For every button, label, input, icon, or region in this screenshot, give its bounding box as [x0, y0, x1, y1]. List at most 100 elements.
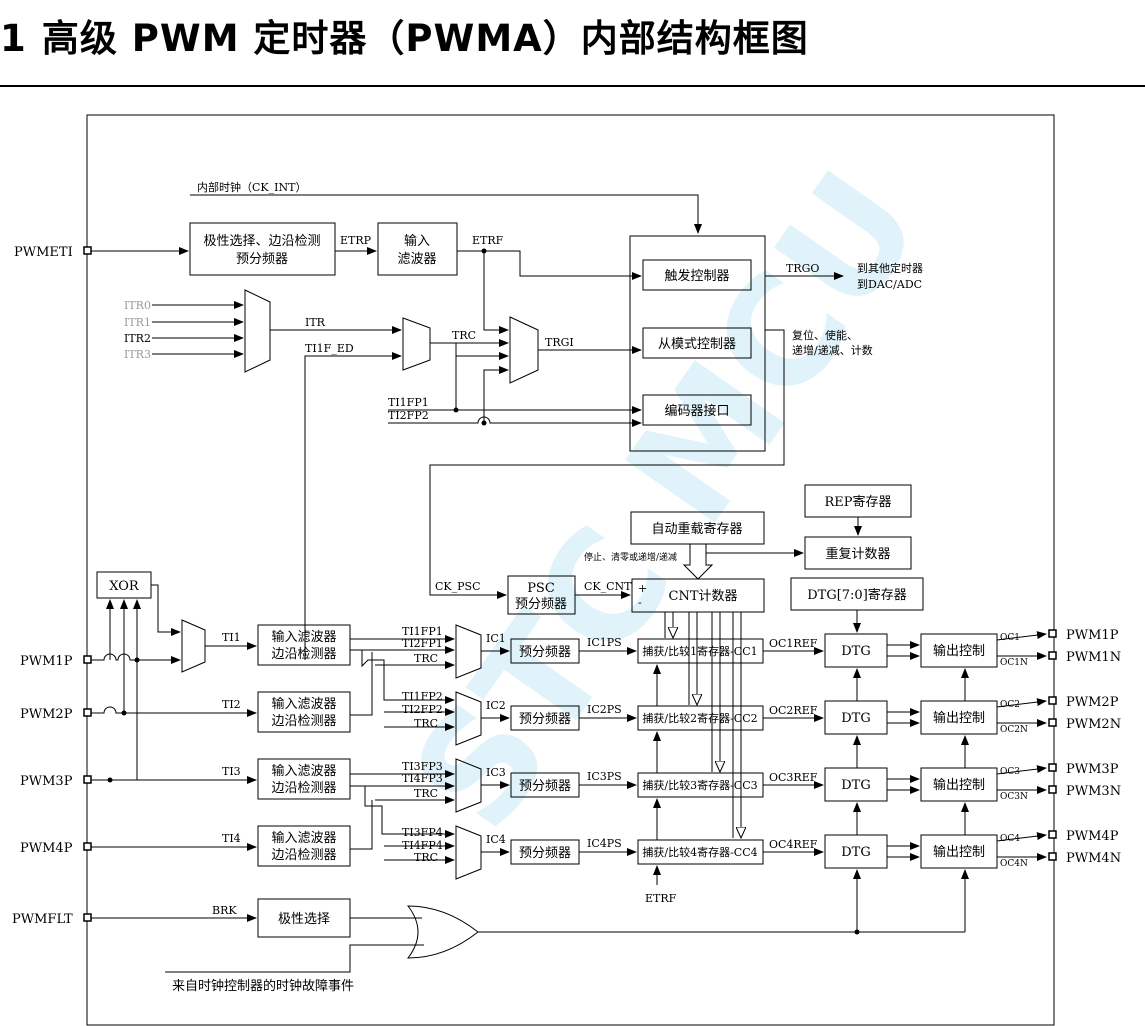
xor-label: XOR	[109, 579, 140, 594]
presc4-label: 预分频器	[519, 846, 571, 861]
label-pwmeti: PWMETI	[14, 245, 73, 260]
pin-pwmeti[interactable]	[83, 246, 92, 255]
cnt-label: CNT计数器	[669, 589, 738, 604]
label-itr1: ITR1	[124, 316, 151, 329]
psc-label-1: PSC	[527, 581, 555, 596]
rep-counter-label: 重复计数器	[825, 546, 890, 562]
pin-pwm2p[interactable]	[83, 708, 92, 717]
cc3-label: 捕获/比较3寄存器-CC3	[642, 778, 757, 792]
pin-out-pwm4p[interactable]	[1048, 830, 1057, 839]
outctrl2-label: 输出控制	[933, 710, 985, 726]
m2-a: TI1FP2	[402, 690, 443, 703]
label-trgo: TRGO	[786, 262, 819, 275]
pin-pwm4p[interactable]	[83, 842, 92, 851]
input-filter-l2: 滤波器	[397, 252, 436, 267]
label-ti4: TI4	[222, 832, 241, 845]
label-clock-fault: 来自时钟控制器的时钟故障事件	[172, 978, 354, 994]
label-ic1ps: IC1PS	[587, 636, 622, 649]
label-oc2ref: OC2REF	[769, 704, 818, 717]
pin-out-pwm1n[interactable]	[1048, 651, 1057, 660]
outctrl1-label: 输出控制	[933, 643, 985, 659]
out-ctrl-3	[920, 767, 998, 802]
label-ic4ps: IC4PS	[587, 837, 622, 850]
label-out-pwm3p: PWM3P	[1066, 762, 1119, 777]
out-ctrl-4	[920, 834, 998, 869]
pin-pwmflt[interactable]	[83, 913, 92, 922]
oc2-out	[996, 698, 1047, 708]
page-title: 1 高级 PWM 定时器（PWMA）内部结构框图	[0, 8, 809, 62]
ic2-mux	[455, 691, 482, 746]
label-etrf-bottom: ETRF	[645, 892, 677, 905]
pin-pwm3p[interactable]	[83, 775, 92, 784]
input-filter-block	[377, 222, 458, 276]
ti1-mux	[181, 619, 206, 673]
controller-frame	[629, 235, 766, 452]
label-ic2ps: IC2PS	[587, 703, 622, 716]
label-oc3n: OC3N	[1000, 792, 1028, 802]
pwm2p-wire	[91, 706, 257, 717]
rep-counter-block	[804, 536, 912, 570]
ch3-cross	[364, 786, 455, 838]
cnt-minus: -	[638, 596, 642, 609]
label-pwm4p: PWM4P	[20, 841, 73, 856]
label-to-other-1: 到其他定时器	[857, 261, 923, 275]
m4-b: TI4FP4	[402, 839, 443, 852]
dtg4-label: DTG	[841, 845, 870, 860]
slave-mode-label: 从模式控制器	[658, 337, 736, 352]
pin-out-pwm3n[interactable]	[1048, 785, 1057, 794]
oc3-out	[996, 765, 1047, 775]
label-out-pwm3n: PWM3N	[1066, 784, 1121, 799]
label-stop-clear: 停止、清零或递增/递减	[584, 551, 677, 563]
presc1-label: 预分频器	[519, 645, 571, 660]
label-oc3ref: OC3REF	[769, 771, 818, 784]
dtg-1	[824, 633, 888, 668]
xor-out	[151, 584, 181, 636]
label-pwm1p: PWM1P	[20, 654, 73, 669]
m3-b: TI4FP3	[402, 772, 443, 785]
label-ic4: IC4	[486, 833, 506, 846]
pin-out-pwm4n[interactable]	[1048, 852, 1057, 861]
filt4-l2: 边沿检测器	[271, 848, 336, 863]
polarity-sel-label: 极性选择	[278, 912, 330, 927]
dtg-3	[824, 767, 888, 802]
label-oc3: OC3	[1000, 767, 1020, 777]
filt2-l1: 输入滤波器	[271, 696, 336, 712]
pin-out-pwm2p[interactable]	[1048, 696, 1057, 705]
trigger-ctrl-label: 触发控制器	[664, 268, 729, 284]
m2-c: TRC	[414, 717, 438, 730]
encoder-if-label: 编码器接口	[664, 403, 729, 419]
label-itr: ITR	[305, 316, 326, 329]
label-reset-enable-2: 递增/递减、计数	[792, 343, 873, 357]
filt1-l2: 边沿检测器	[271, 647, 336, 662]
label-out-pwm4p: PWM4P	[1066, 829, 1119, 844]
label-oc1ref: OC1REF	[769, 637, 818, 650]
label-out-pwm2p: PWM2P	[1066, 695, 1119, 710]
label-ck-int: 内部时钟（CK_INT）	[197, 180, 306, 194]
filt4-l1: 输入滤波器	[271, 830, 336, 846]
label-ic2: IC2	[486, 699, 506, 712]
pin-out-pwm1p[interactable]	[1048, 629, 1057, 638]
outer-frame	[86, 114, 1055, 1026]
m2-b: TI2FP2	[402, 703, 443, 716]
label-ic3ps: IC3PS	[587, 770, 622, 783]
label-ti1fp1: TI1FP1	[388, 396, 429, 409]
filt3-l1: 输入滤波器	[271, 763, 336, 779]
clock-fault-wire	[165, 944, 424, 973]
label-pwmflt: PWMFLT	[12, 912, 73, 927]
label-ck-cnt: CK_CNT	[584, 580, 632, 593]
pin-out-pwm2n[interactable]	[1048, 718, 1057, 727]
slave-mode-block	[642, 327, 752, 359]
ti2fp2-to-mux	[483, 366, 509, 423]
pin-pwm1p[interactable]	[83, 655, 92, 664]
ti2fp2-wire	[388, 416, 642, 427]
trigger-ctrl-block	[642, 259, 752, 291]
label-oc2: OC2	[1000, 700, 1020, 710]
ch1-cross	[361, 650, 455, 704]
auto-reload-label: 自动重载寄存器	[651, 521, 742, 537]
pin-out-pwm3p[interactable]	[1048, 763, 1057, 772]
pwm1p-wire	[91, 653, 181, 664]
etrf-wire-c	[483, 251, 509, 334]
label-pwm3p: PWM3P	[20, 774, 73, 789]
label-oc4n: OC4N	[1000, 859, 1028, 869]
